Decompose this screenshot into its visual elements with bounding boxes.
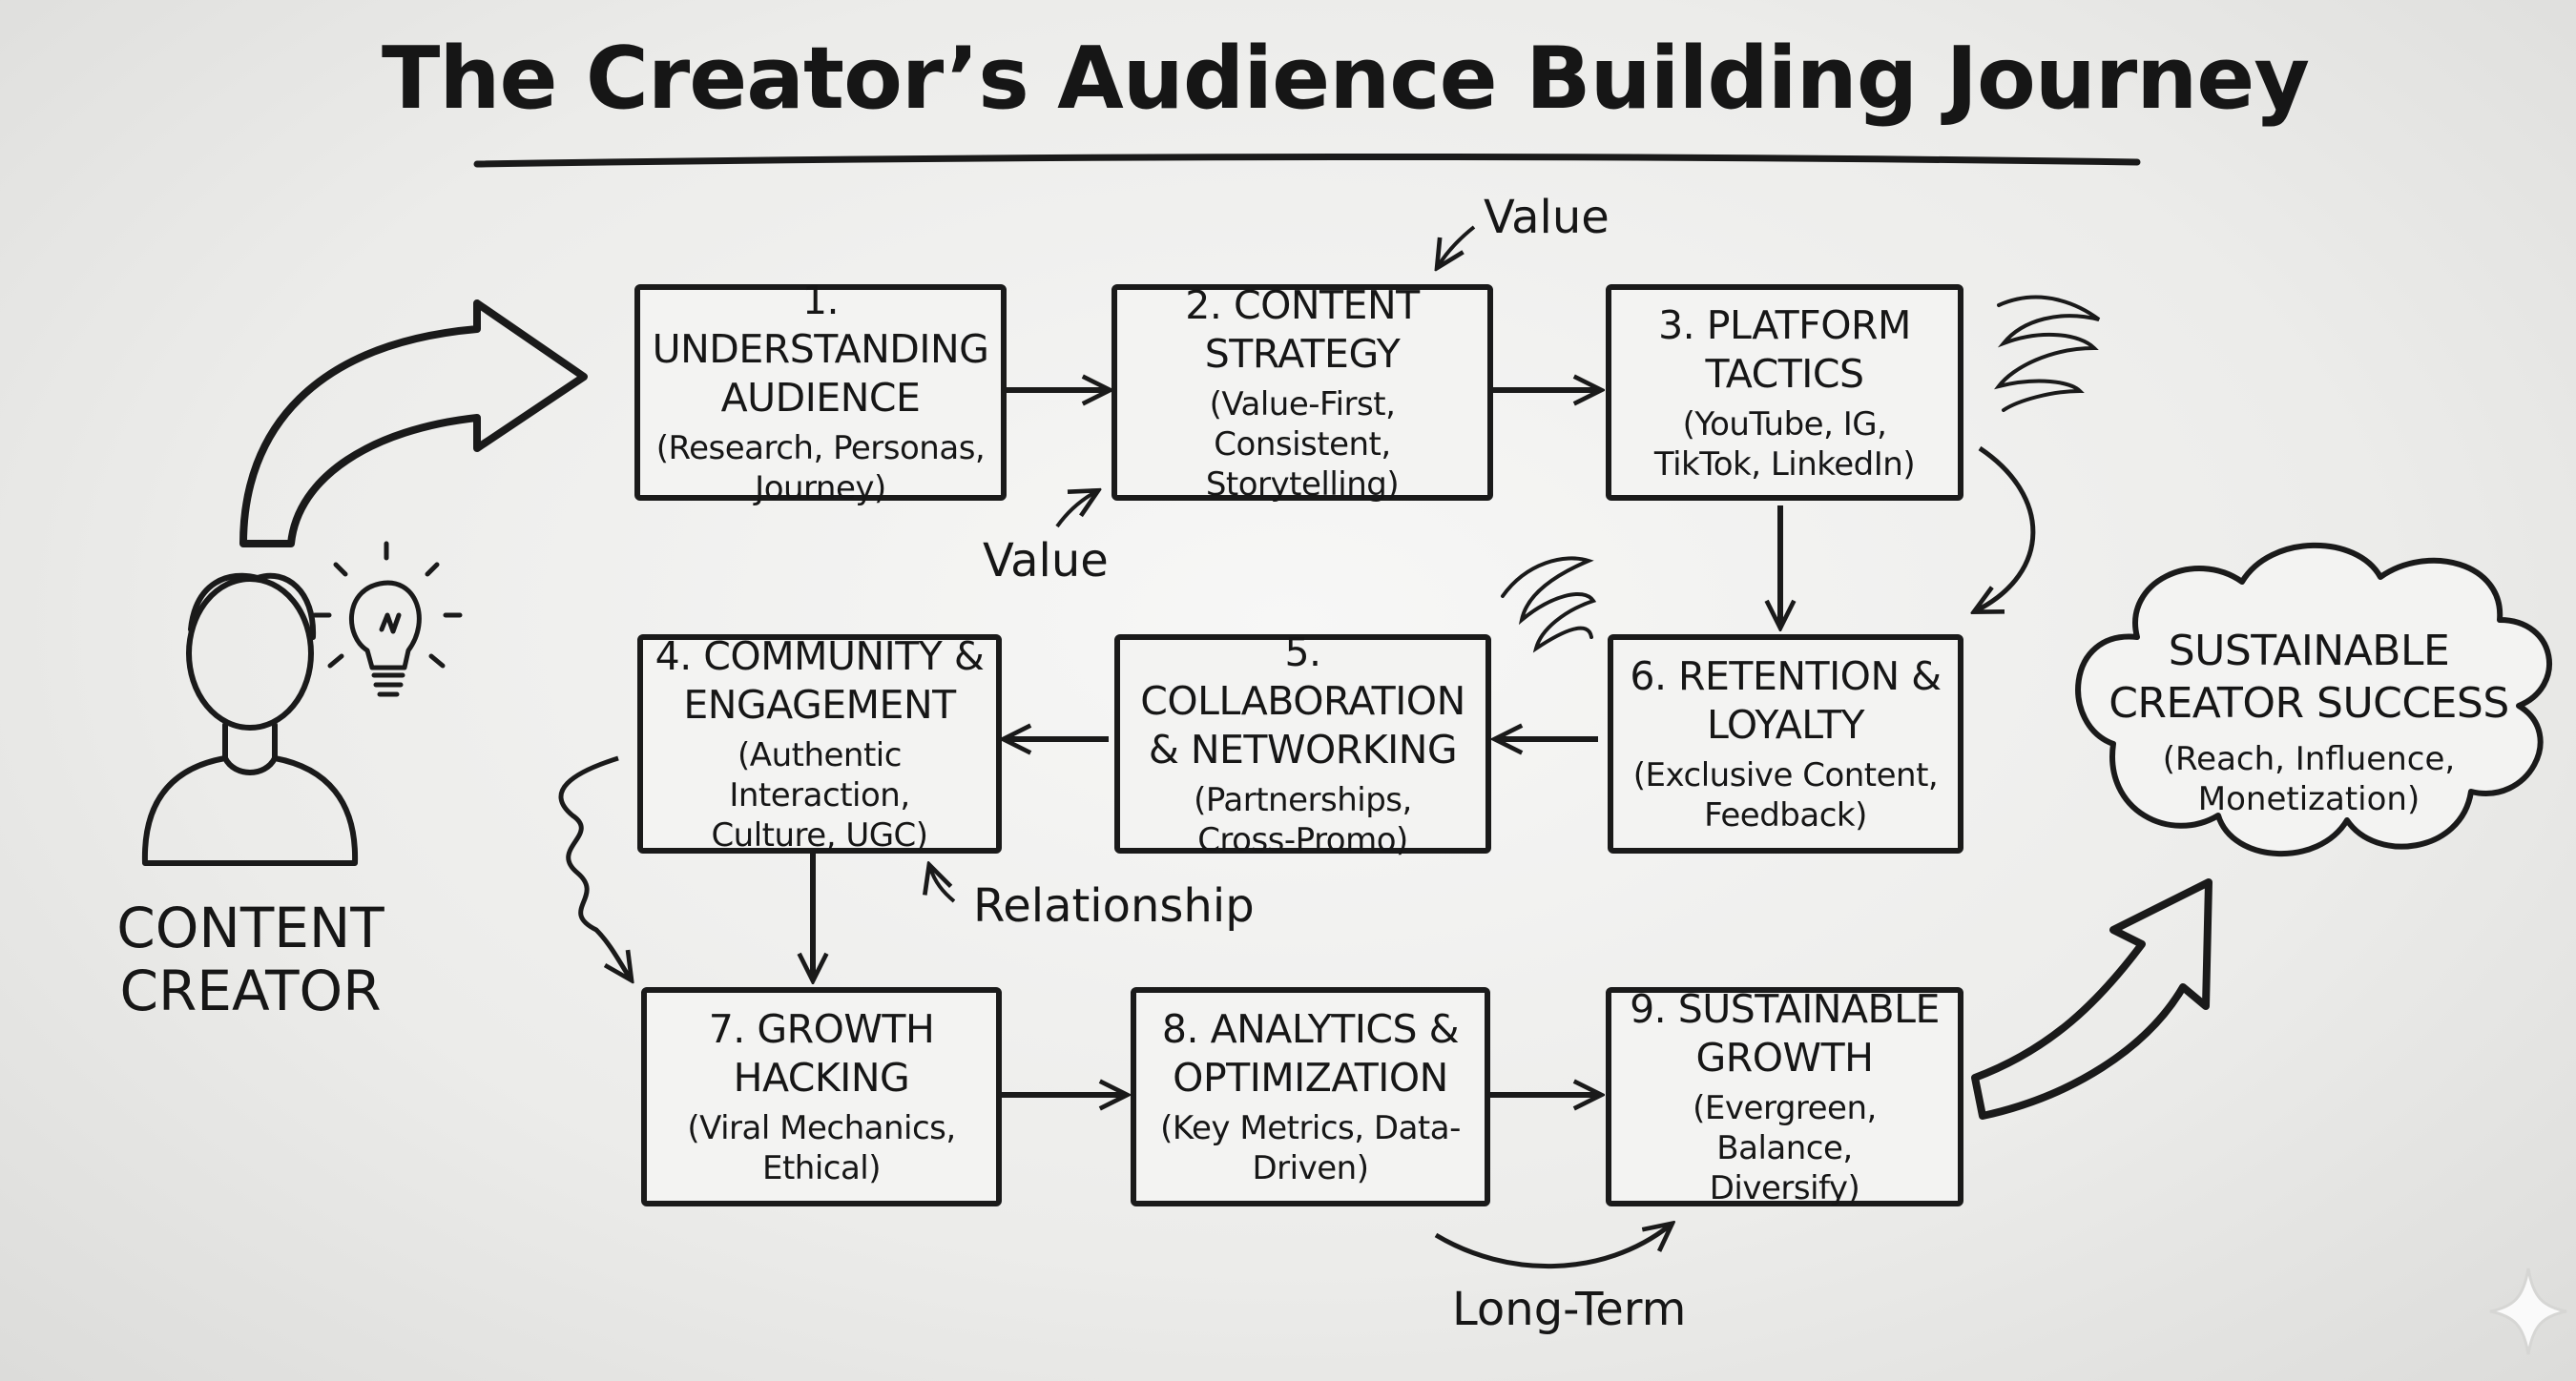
step-title: 5. COLLABORATION & NETWORKING (1140, 629, 1465, 773)
step-title: 4. COMMUNITY & ENGAGEMENT (654, 633, 985, 728)
step-content-strategy: 2. CONTENT STRATEGY (Value-First, Consis… (1111, 281, 1493, 504)
step-title: 3. PLATFORM TACTICS (1658, 301, 1911, 397)
step-collaboration-networking: 5. COLLABORATION & NETWORKING (Partnersh… (1114, 629, 1491, 859)
lightbulb-icon (312, 541, 463, 697)
exit-arrow (1971, 878, 2212, 1120)
value-top-arrow (1439, 225, 1476, 265)
step-title: 2. CONTENT STRATEGY (1185, 281, 1420, 377)
content-creator-label: CONTENT CREATOR (116, 896, 384, 1023)
step-subtitle: (YouTube, IG, TikTok, LinkedIn) (1653, 404, 1916, 484)
step-understanding-audience: 1. UNDERSTANDING AUDIENCE (Research, Per… (634, 278, 1007, 507)
step-subtitle: (Research, Personas, Journey) (655, 429, 986, 507)
title-underline (473, 153, 2141, 168)
step-subtitle: (Partnerships, Cross-Promo) (1194, 780, 1412, 859)
step-subtitle: (Evergreen, Balance, Diversify) (1693, 1089, 1877, 1207)
curve-arrow-3-to-6 (1977, 445, 2036, 610)
scribble-top-right (1994, 295, 2101, 412)
annotation-relationship: Relationship (973, 879, 1255, 933)
step-title: 9. SUSTAINABLE GROWTH (1630, 986, 1940, 1081)
entry-arrow (239, 299, 588, 547)
relationship-arrow (930, 868, 956, 903)
step-title: 8. ANALYTICS & OPTIMIZATION (1161, 1006, 1460, 1101)
step-subtitle: (Value-First, Consistent, Storytelling) (1205, 384, 1400, 504)
scribble-middle (1501, 556, 1597, 653)
value-bottom-arrow (1055, 492, 1095, 528)
annotation-value-top: Value (1484, 191, 1610, 244)
step-subtitle: (Exclusive Content, Feedback) (1632, 756, 1939, 835)
outcome-subtitle: (Reach, Influence, Monetization) (2162, 740, 2456, 818)
step-retention-loyalty: 6. RETENTION & LOYALTY (Exclusive Conten… (1608, 634, 1963, 854)
outcome-cloud (2075, 542, 2553, 857)
person-icon (141, 572, 359, 866)
annotation-long-term: Long-Term (1452, 1283, 1687, 1336)
long-term-arrow (1434, 1226, 1670, 1269)
outcome-text: SUSTAINABLE CREATOR SUCCESS (Reach, Infl… (2104, 625, 2514, 819)
step-title: 6. RETENTION & LOYALTY (1630, 653, 1942, 748)
step-title: 7. GROWTH HACKING (708, 1006, 935, 1101)
outcome-title: SUSTAINABLE CREATOR SUCCESS (2109, 627, 2509, 728)
page-title: The Creator’s Audience Building Journey (382, 29, 2310, 129)
step-subtitle: (Key Metrics, Data- Driven) (1160, 1109, 1461, 1187)
step-subtitle: (Viral Mechanics, Ethical) (687, 1109, 956, 1187)
step-sustainable-growth: 9. SUSTAINABLE GROWTH (Evergreen, Balanc… (1606, 986, 1963, 1207)
step-growth-hacking: 7. GROWTH HACKING (Viral Mechanics, Ethi… (641, 987, 1002, 1206)
sparkle-icon (2489, 1268, 2567, 1355)
step-title: 1. UNDERSTANDING AUDIENCE (652, 278, 989, 421)
annotation-value-bottom: Value (983, 534, 1109, 587)
step-platform-tactics: 3. PLATFORM TACTICS (YouTube, IG, TikTok… (1606, 284, 1963, 501)
step-community-engagement: 4. COMMUNITY & ENGAGEMENT (Authentic Int… (637, 633, 1002, 855)
step-subtitle: (Authentic Interaction, Culture, UGC) (711, 736, 928, 855)
step-analytics-optimization: 8. ANALYTICS & OPTIMIZATION (Key Metrics… (1131, 987, 1490, 1206)
squiggle-arrow-4-to-7 (558, 755, 630, 978)
